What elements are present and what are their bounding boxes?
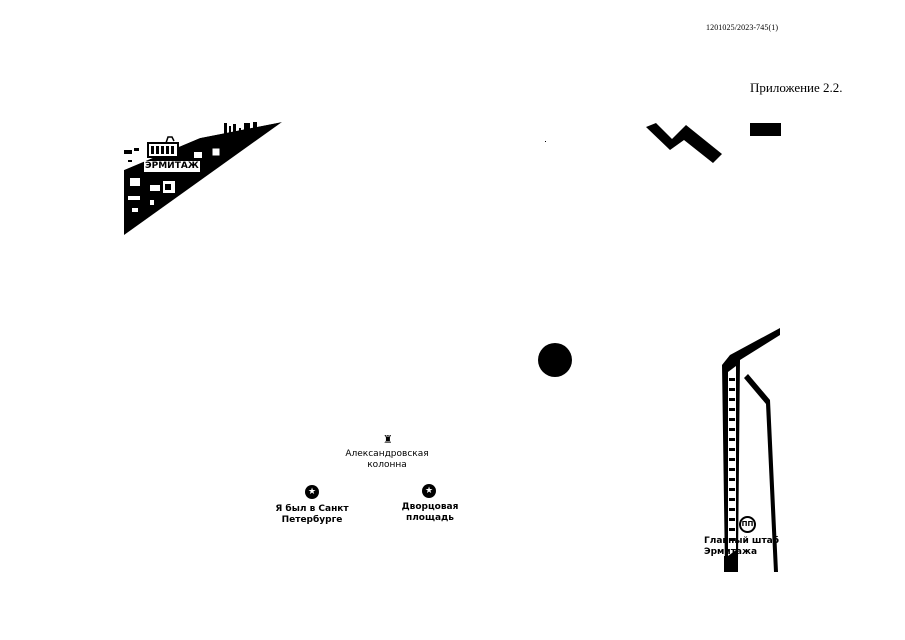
star-icon[interactable]: ★ <box>305 485 319 499</box>
building-fragment-right <box>646 123 781 163</box>
hermitage-label: ЭРМИТАЖ <box>144 161 200 172</box>
doc-number: 1201025/2023-745(1) <box>706 23 779 32</box>
museum-icon[interactable]: ПП <box>739 516 756 533</box>
visit-spb-label-line1: Я был в Санкт <box>275 504 349 514</box>
location-marker <box>538 343 572 377</box>
appendix-label: Приложение 2.2. <box>750 80 843 95</box>
hermitage-building <box>124 122 282 235</box>
hermitage-logo-icon <box>147 136 179 158</box>
alexander-column-label-line2: колонна <box>367 460 407 470</box>
general-staff-label-line1: Главный штаб <box>704 536 780 546</box>
visit-spb-label: Я был в Санкт Петербурге <box>268 504 356 526</box>
alexander-column-label: Александровская колонна <box>337 449 437 471</box>
general-staff-label: Главный штаб Эрмитажа <box>704 536 784 558</box>
palace-square-label: Дворцовая площадь <box>390 502 470 524</box>
general-staff-label-line2: Эрмитажа <box>704 547 758 557</box>
palace-square-label-line2: площадь <box>406 513 454 523</box>
palace-square-label-line1: Дворцовая <box>401 502 459 512</box>
alexander-column-label-line1: Александровская <box>345 449 429 459</box>
general-staff-building <box>722 328 780 572</box>
column-monument-icon: ♜ <box>383 433 393 446</box>
visit-spb-label-line2: Петербурге <box>281 515 343 525</box>
star-icon[interactable]: ★ <box>422 484 436 498</box>
